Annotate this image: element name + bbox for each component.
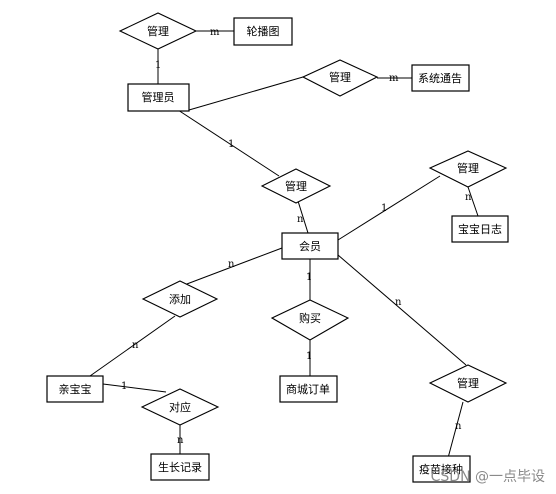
entity-box	[233, 17, 293, 46]
entity-label: 亲宝宝	[59, 382, 92, 396]
cardinalities: m 1 m 1 n 1 n n n 1 1 1 n n n	[121, 27, 472, 446]
relationship-manage-vaccine: 管理	[428, 364, 508, 403]
relationship-label: 购买	[299, 311, 321, 325]
cardinality-label: n	[465, 192, 472, 203]
relationships: 管理 管理 管理 管理 添加 购买 对应 管理	[118, 12, 508, 426]
entity-order: 商城订单	[279, 375, 338, 403]
diamond-shape	[118, 12, 198, 50]
edge-member-to-log-rel	[337, 175, 441, 241]
entity-label: 轮播图	[247, 24, 280, 38]
relationship-label: 管理	[329, 70, 351, 84]
edge-member-to-add-rel	[170, 247, 283, 291]
entity-label: 生长记录	[158, 460, 202, 474]
entity-box	[127, 83, 190, 112]
diamond-shape	[428, 150, 508, 188]
relationship-match: 对应	[140, 388, 220, 426]
cardinality-label: n	[395, 297, 402, 308]
entity-label: 会员	[299, 240, 321, 253]
entity-box	[281, 232, 339, 260]
entity-box	[150, 453, 210, 481]
entity-baby-log: 宝宝日志	[451, 215, 509, 243]
cardinality-label: m	[210, 27, 220, 38]
relationship-add: 添加	[141, 280, 219, 318]
cardinality-label: n	[297, 214, 304, 225]
diamond-shape	[270, 299, 350, 341]
relationship-label: 管理	[147, 24, 169, 38]
entity-member: 会员	[281, 232, 339, 260]
entity-box	[411, 64, 470, 92]
cardinality-label: 1	[381, 203, 387, 214]
entity-vaccine: 疫苗接种	[412, 455, 471, 483]
cardinality-label: 1	[306, 351, 312, 362]
edge-vaccine-rel-to-vaccine	[447, 401, 464, 459]
diamond-shape	[140, 388, 220, 426]
relationship-label: 管理	[285, 179, 307, 193]
relationship-label: 对应	[169, 400, 191, 414]
watermark-text: CSDN @一点毕设	[431, 469, 545, 485]
entity-box	[279, 375, 338, 403]
diamond-shape	[260, 168, 332, 204]
entity-label: 商城订单	[286, 382, 330, 396]
edge-admin-to-notice-rel	[188, 76, 304, 111]
entity-label: 宝宝日志	[458, 222, 502, 236]
edge-admin-to-member-rel	[177, 109, 280, 177]
entity-carousel: 轮播图	[233, 17, 293, 46]
entity-admin: 管理员	[127, 83, 190, 112]
diamond-shape	[141, 280, 219, 318]
entity-label: 管理员	[142, 90, 175, 104]
cardinality-label: m	[389, 73, 399, 84]
relationship-manage-notice: 管理	[301, 59, 379, 97]
relationship-label: 管理	[457, 376, 479, 390]
edge-log-rel-to-log	[467, 186, 479, 217]
diamond-shape	[428, 364, 508, 403]
entities: 轮播图 管理员 系统通告 宝宝日志 会员 亲宝宝 商城订单 生长记录	[46, 17, 509, 483]
entity-box	[46, 375, 104, 403]
diamond-shape	[301, 59, 379, 97]
cardinality-label: n	[455, 421, 462, 432]
cardinality-label: 1	[228, 139, 234, 150]
cardinality-label: 1	[121, 381, 127, 392]
entity-baby: 亲宝宝	[46, 375, 104, 403]
entity-box	[451, 215, 509, 243]
entity-label: 系统通告	[418, 72, 462, 85]
cardinality-label: n	[132, 340, 139, 351]
edge-member-rel-to-member	[297, 200, 309, 234]
cardinality-label: 1	[155, 60, 161, 71]
cardinality-label: n	[228, 259, 235, 270]
relationship-manage-member: 管理	[260, 168, 332, 204]
entity-box	[412, 455, 471, 483]
edge-baby-to-match-rel	[102, 383, 167, 393]
cardinality-label: n	[177, 435, 184, 446]
edges	[89, 30, 479, 459]
cardinality-label: 1	[306, 272, 312, 283]
relationship-manage-carousel: 管理	[118, 12, 198, 50]
edge-add-rel-to-baby	[89, 315, 176, 377]
relationship-label: 管理	[457, 161, 479, 175]
edge-member-to-vaccine-rel	[337, 254, 467, 366]
entity-label: 疫苗接种	[419, 462, 463, 476]
entity-notice: 系统通告	[411, 64, 470, 92]
relationship-buy: 购买	[270, 299, 350, 341]
relationship-label: 添加	[169, 292, 191, 306]
relationship-manage-log: 管理	[428, 150, 508, 188]
entity-growth: 生长记录	[150, 453, 210, 481]
